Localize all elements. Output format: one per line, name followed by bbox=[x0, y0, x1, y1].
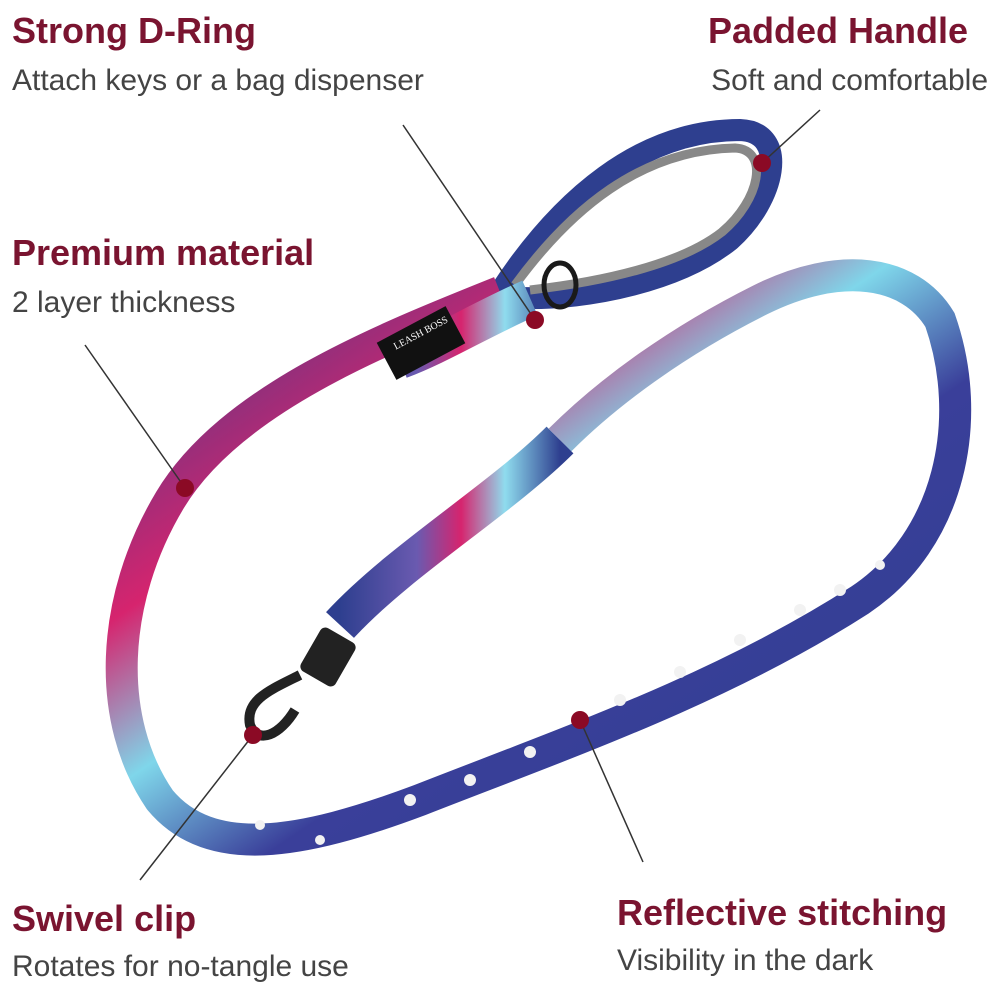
feature-title-d-ring: Strong D-Ring bbox=[12, 10, 256, 51]
marker-stitching bbox=[571, 711, 589, 729]
d-ring bbox=[541, 260, 579, 310]
feature-subtitle-clip: Rotates for no-tangle use bbox=[12, 950, 349, 983]
feature-subtitle-stitching: Visibility in the dark bbox=[617, 944, 874, 977]
feature-subtitle-handle: Soft and comfortable bbox=[711, 64, 988, 97]
padded-handle bbox=[490, 118, 783, 310]
marker-handle bbox=[753, 154, 771, 172]
feature-subtitle-d-ring: Attach keys or a bag dispenser bbox=[12, 64, 424, 97]
feature-title-handle: Padded Handle bbox=[707, 10, 968, 51]
callout-line-d-ring bbox=[402, 124, 536, 321]
feature-title-material: Premium material bbox=[12, 232, 315, 273]
leash-strap-long bbox=[105, 259, 972, 856]
marker-d-ring bbox=[526, 311, 544, 329]
marker-clip bbox=[244, 726, 262, 744]
callout-line-stitching bbox=[579, 719, 644, 863]
swivel-clip bbox=[244, 627, 356, 741]
feature-title-stitching: Reflective stitching bbox=[617, 892, 948, 933]
feature-title-clip: Swivel clip bbox=[12, 898, 197, 939]
reflective-stitching bbox=[255, 560, 885, 845]
callout-line-clip bbox=[139, 734, 254, 881]
callout-line-material bbox=[84, 344, 186, 489]
feature-subtitle-material: 2 layer thickness bbox=[12, 286, 236, 319]
marker-material bbox=[176, 479, 194, 497]
callout-line-handle bbox=[761, 109, 821, 164]
